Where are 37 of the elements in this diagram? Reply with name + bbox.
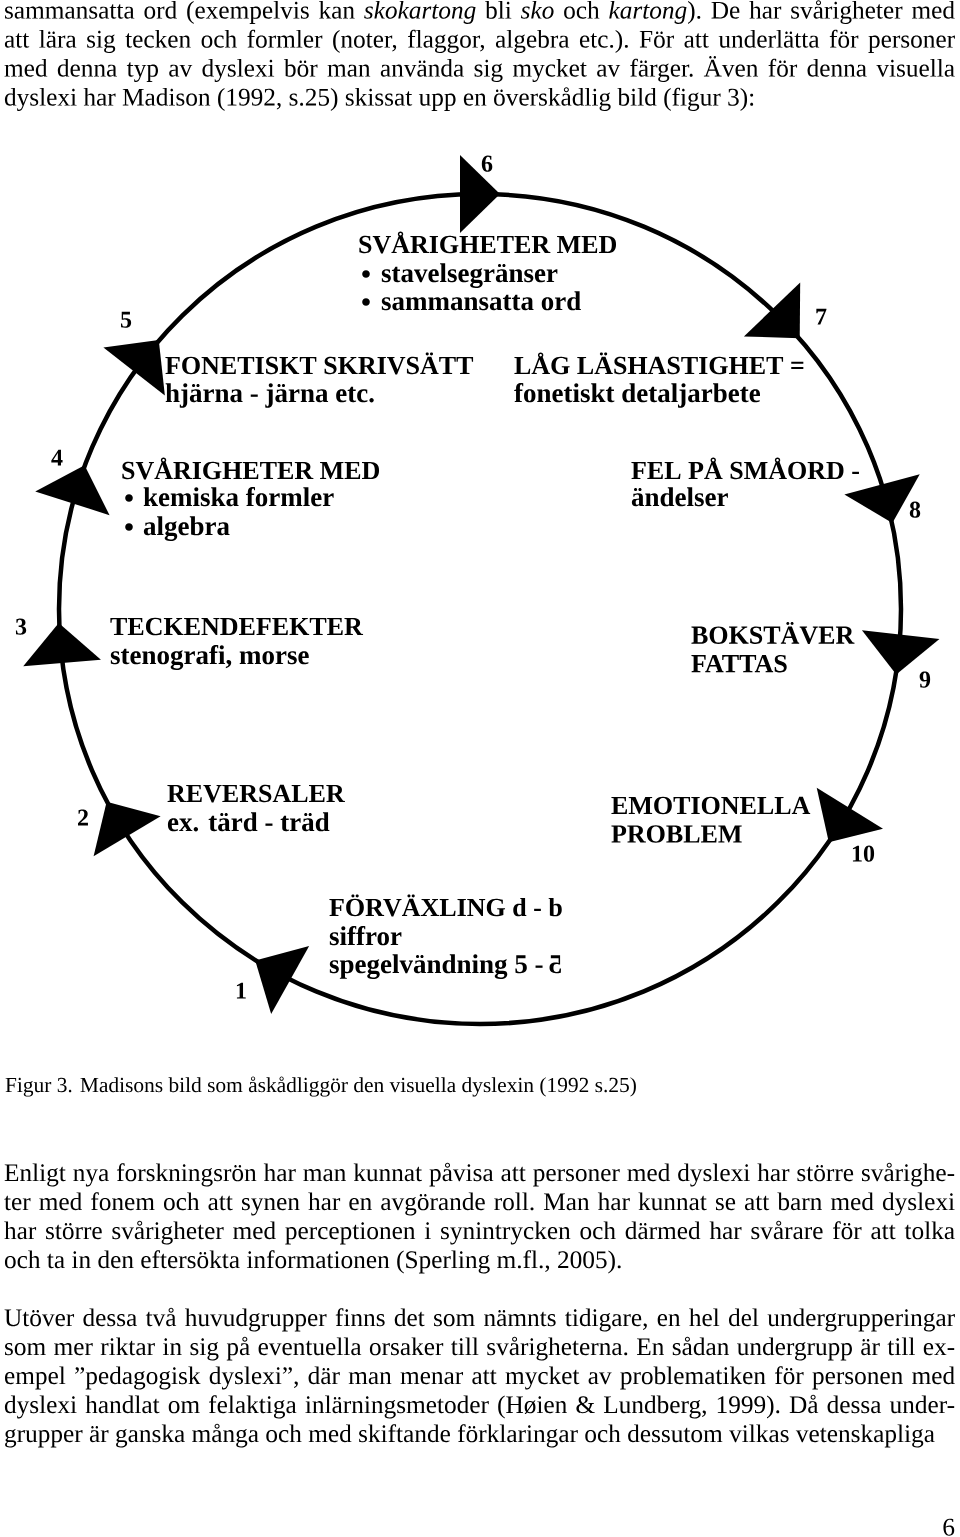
callout-number: 3 [15,618,27,635]
stage-detail: ex. tärd - träd [167,812,330,832]
mirrored-digit: 5 [549,955,561,974]
stage-detail: algebra [143,516,230,541]
paragraph: sammansatta ord (exempelvis kan skokartong bli sko och kartong). De har svårigheter med att lära sig tecken och formler (noter, flaggor, algebra etc.). För att underlätta för personer med denna typ av dyslexi bör man använda sig mycket av färger. Även för denna visuella dyslexi har Madison (1992, s.25) skissat upp en överskådlig bild (figur 3): [4,0,955,111]
stage-detail: stenografi, morse [110,645,309,670]
stage-detail: fonetiskt detaljarbete [514,383,760,408]
stage-title: TECKENDEFEKTER [110,617,364,636]
stage-detail: kemiska formler [143,487,334,507]
stage-title: REVERSALER [167,784,345,803]
stage-title: FONETISKT SKRIVSÄTT [165,352,474,375]
callout-number: 4 [51,449,63,466]
stage-title: FEL PÅ SMÅORD - [631,457,859,480]
stage-title: SVÅRIGHETER MED [359,231,617,254]
stage-detail: ändelser [631,487,728,507]
stage-detail: hjärna - järna etc. [165,383,374,408]
callout-number: 10 [852,845,875,862]
stage-title: FÖRVÄXLING d - b [329,894,562,917]
stage-title: SVÅRIGHETER MED [122,457,380,480]
figure-caption: Figur 3. Madisons bild som åskådliggör den visuella dyslexin (1992 s.25) [5,1076,636,1097]
paragraph: Utöver dessa två huvudgrupper finns det som nämnts tidigare, en hel del undergrupperingar som mer riktar in sig på eventuella orsaker till svårigheterna. En sådan undergrupp är till ex-empel ”pedagogisk dyslexi”, där man menar att mycket av problematiken för personen med dyslexi handlat om felaktiga inlärningsmetoder (Høien & Lundberg, 1999). Då dessa under-grupper är ganska många och med skiftande förklaringar och dessutom vilkas vetenskapliga [4,1307,955,1448]
callout-number: 7 [816,308,827,325]
stage-detail: stavelsegränser [381,263,558,288]
stage-title: BOKSTÄVER FATTAS [691,622,855,673]
stage-title: LÅG LÄSHASTIGHET = [514,352,804,375]
stage-detail: sammansatta ord [381,291,581,311]
callout-number: 9 [919,671,931,688]
page-number: 6 [943,1518,955,1536]
callout-number: 6 [481,155,493,172]
callout-number: 1 [236,982,246,999]
stage-detail: spegelvändning 5 - [329,954,543,979]
callout-number: 5 [120,311,132,328]
callout-number: 8 [909,501,921,518]
stage-detail: siffror [329,926,402,946]
paragraph: Enligt nya forskningsrön har man kunnat påvisa att personer med dyslexi har större svårighe-ter med fonem och att synen har en avgörande roll. Man har kunnat se att barn med dyslexi har större svårigheter med perceptionen i synintrycken och därmed har svårare för att tolka och ta in den eftersökta informationen (Sperling m.fl., 2005). [4,1162,955,1274]
callout-number: 2 [78,809,88,826]
stage-title: EMOTIONELLA PROBLEM [611,796,811,843]
